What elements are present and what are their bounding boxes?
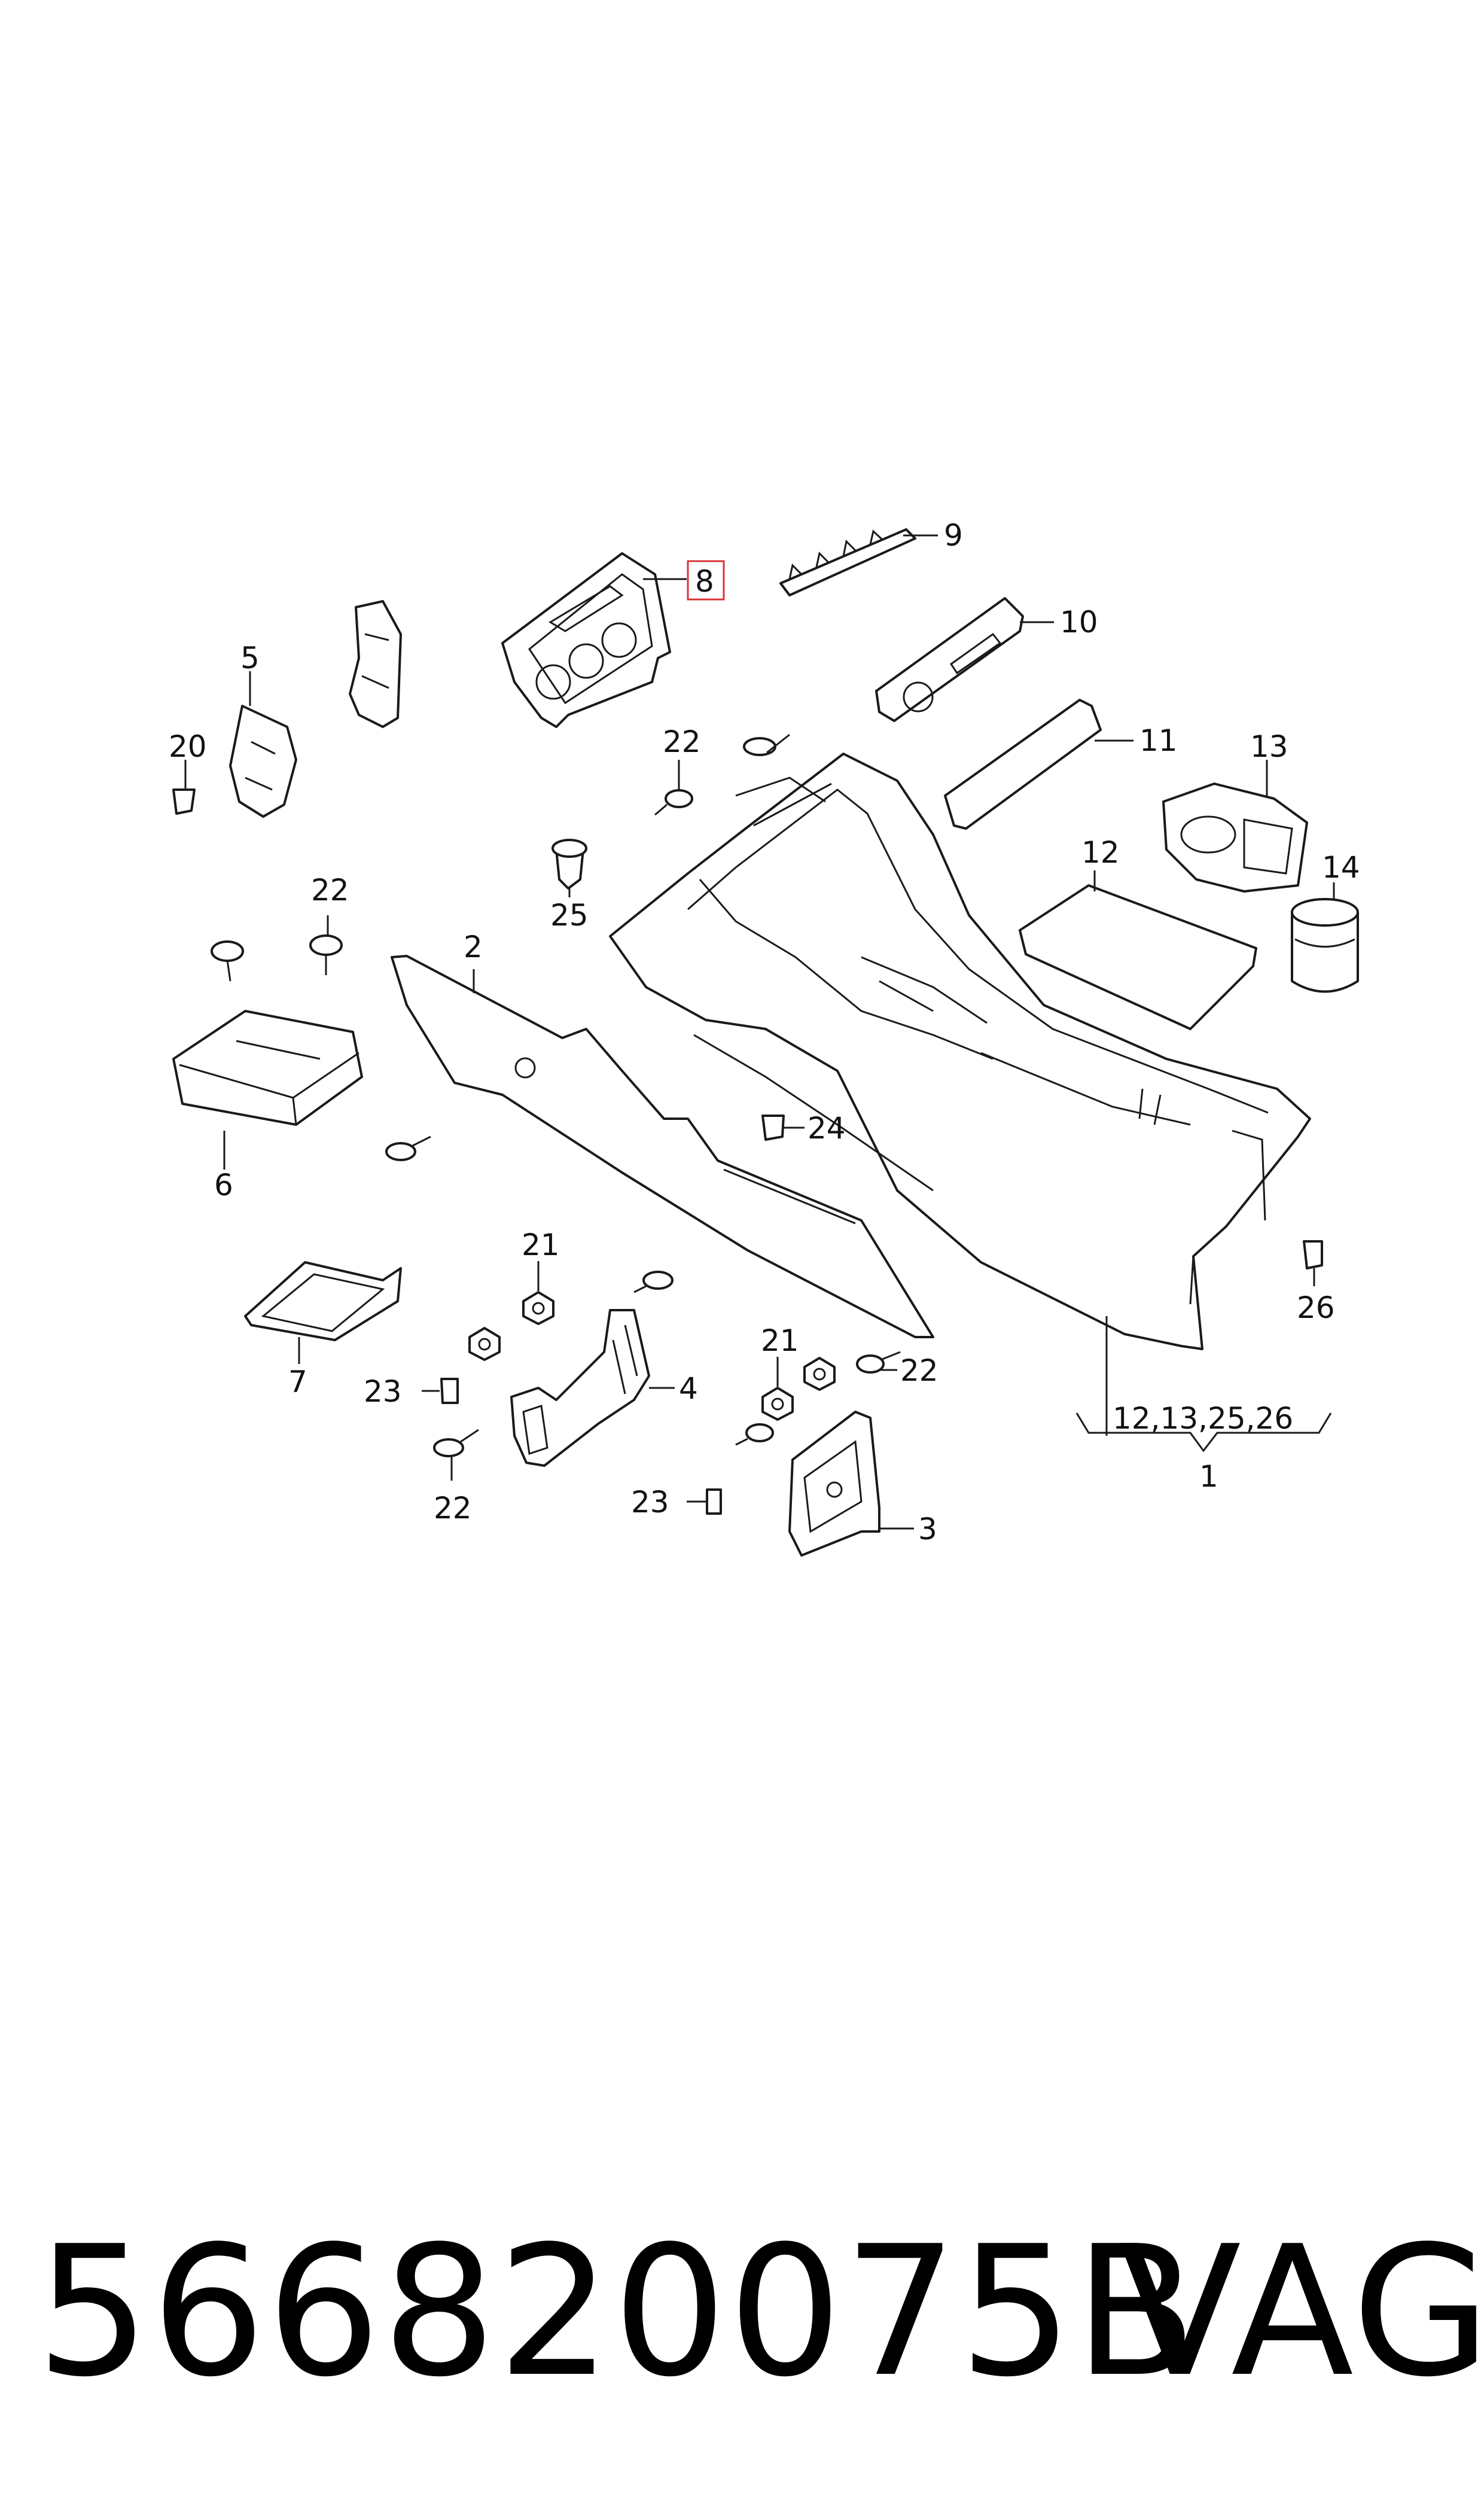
part-3-bracket	[788, 1411, 880, 1557]
part-7-tray	[244, 1261, 402, 1341]
part-21-nut-b	[468, 1327, 501, 1361]
part-22-screw-left-b	[309, 934, 343, 975]
part-21-nut-a	[522, 1291, 554, 1325]
part-number: 566820075B	[36, 2208, 1199, 2416]
part-10-trim-insert	[875, 597, 1024, 722]
part-21-nut-c	[761, 1387, 794, 1421]
callout-25: 25	[550, 898, 589, 933]
part-2-side-panel[interactable]	[391, 955, 934, 1338]
part-23-clip-a	[440, 1378, 459, 1404]
callout-20: 20	[169, 729, 207, 764]
callout-2: 2	[464, 930, 483, 964]
callout-5: 5	[240, 641, 260, 675]
part-12-mat	[1019, 884, 1257, 1030]
part-8-control-panel[interactable]	[501, 552, 671, 728]
callout-1: 1	[1199, 1459, 1218, 1494]
part-21-nut-d	[803, 1357, 836, 1391]
callout-6: 6	[214, 1168, 233, 1202]
part-6-storage-box	[172, 1010, 363, 1126]
callout-22-c: 22	[434, 1491, 472, 1526]
brand-name: VAG	[1119, 2208, 1484, 2416]
part-22-screw-right-a	[856, 1351, 901, 1374]
callout-10: 10	[1060, 605, 1098, 640]
part-22-screw-centre	[633, 1271, 674, 1293]
part-13-cupholder-insert	[1162, 783, 1308, 893]
callout-26: 26	[1297, 1290, 1335, 1325]
callout-8: 8	[695, 564, 714, 599]
part-26-clip	[1303, 1240, 1323, 1269]
part-20-clip	[172, 788, 196, 815]
callout-12: 12	[1081, 835, 1120, 870]
callout-7: 7	[288, 1365, 307, 1399]
callout-24: 24	[807, 1111, 846, 1146]
callout-11: 11	[1139, 723, 1178, 758]
part-5-bracket	[229, 705, 297, 818]
callout-9: 9	[944, 518, 963, 553]
part-22-screw-left-a	[211, 940, 244, 982]
part-side-bracket	[349, 600, 402, 728]
part-23-clip-b	[706, 1488, 722, 1515]
part-14-cup	[1291, 898, 1359, 993]
callout-22-d: 22	[900, 1353, 938, 1388]
callout-23-b: 23	[631, 1485, 669, 1520]
part-11-trim-strip	[944, 699, 1102, 830]
part-25-clip	[551, 839, 587, 890]
part-9-clip-strip	[779, 528, 916, 596]
part-22-screw-upper-b	[654, 789, 693, 816]
callout-23-a: 23	[364, 1374, 402, 1409]
part-22-screw-mid	[385, 1135, 431, 1161]
part-4-bracket	[510, 1309, 650, 1467]
callout-21-a: 21	[522, 1228, 560, 1262]
part-22-screw-upper-a	[743, 733, 790, 756]
callout-22-b: 22	[311, 873, 349, 908]
part-24-clip	[761, 1115, 785, 1141]
callout-4: 4	[679, 1371, 698, 1406]
part-1-center-console[interactable]	[609, 753, 1311, 1350]
callout-21-b: 21	[761, 1323, 799, 1358]
callout-8-box	[687, 560, 725, 601]
part-22-screw-right-b	[735, 1423, 774, 1446]
callout-13: 13	[1250, 729, 1288, 764]
callout-1-group: 12,13,25,26	[1113, 1401, 1293, 1436]
callout-3: 3	[918, 1512, 937, 1546]
callout-14: 14	[1322, 850, 1360, 885]
part-22-screw-lower-left	[433, 1429, 479, 1457]
callout-22-a: 22	[663, 724, 701, 759]
